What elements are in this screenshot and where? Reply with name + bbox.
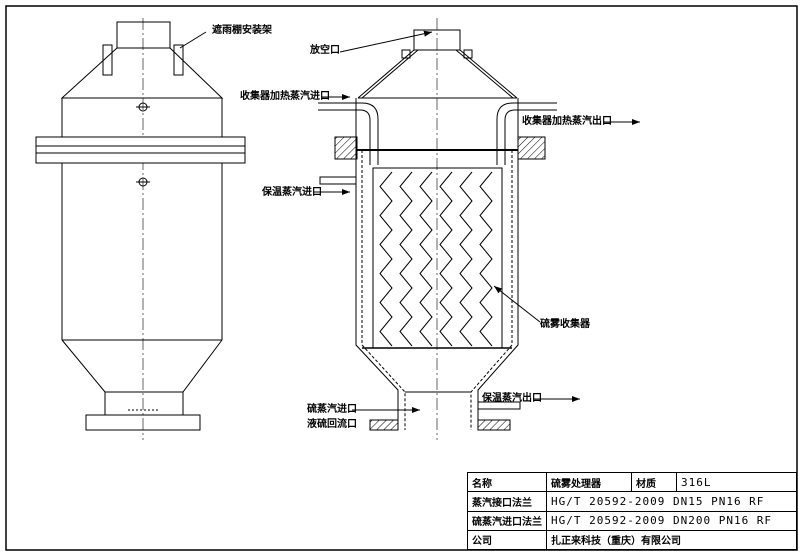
baffle-plate (419, 171, 433, 347)
steam-flange-label: 蒸汽接口法兰 (467, 491, 547, 512)
front-view-exterior (35, 18, 246, 440)
vapor-flange-label: 硫蒸汽进口法兰 (467, 510, 547, 531)
name-label: 名称 (467, 471, 547, 493)
baffle-plate (379, 171, 393, 347)
section-view (318, 18, 557, 440)
baffle-plate (439, 171, 453, 347)
baffle-plate (399, 171, 413, 347)
label-rain-shelter-mount: 遮雨棚安装架 (212, 25, 272, 36)
label-insulation-steam-out: 保温蒸汽出口 (482, 393, 542, 404)
material-label: 材质 (631, 471, 677, 493)
label-vent: 放空口 (310, 45, 340, 56)
sheet-border (5, 5, 798, 551)
baffle-plate (459, 171, 473, 347)
baffle-plate (479, 171, 493, 347)
name-value: 硫雾处理器 (546, 471, 632, 493)
vent-nozzle (413, 29, 461, 51)
collector-steam-inlet-pipe (318, 102, 379, 165)
label-collector-steam-in: 收集器加热蒸汽进口 (240, 91, 330, 102)
company-value: 扎正来科技（重庆）有限公司 (546, 529, 797, 551)
label-collector-steam-out: 收集器加热蒸汽出口 (522, 116, 612, 127)
bracket-left (102, 44, 113, 76)
label-sulfur-mist-collector: 硫雾收集器 (540, 319, 590, 330)
material-value: 316L (676, 471, 797, 493)
label-liquid-sulfur-return: 液硫回流口 (307, 419, 357, 430)
collector-steam-outlet-pipe (496, 102, 557, 165)
sulfur-mist-collector (372, 167, 503, 349)
bracket-right (173, 44, 184, 76)
label-sulfur-vapor-in: 硫蒸汽进口 (307, 404, 357, 415)
label-insulation-steam-in: 保温蒸汽进口 (262, 187, 322, 198)
vapor-flange-value: HG/T 20592-2009 DN200 PN16 RF (546, 510, 797, 531)
company-label: 公司 (467, 529, 547, 551)
leader-lines (179, 30, 640, 413)
steam-flange-value: HG/T 20592-2009 DN15 PN16 RF (546, 491, 797, 512)
